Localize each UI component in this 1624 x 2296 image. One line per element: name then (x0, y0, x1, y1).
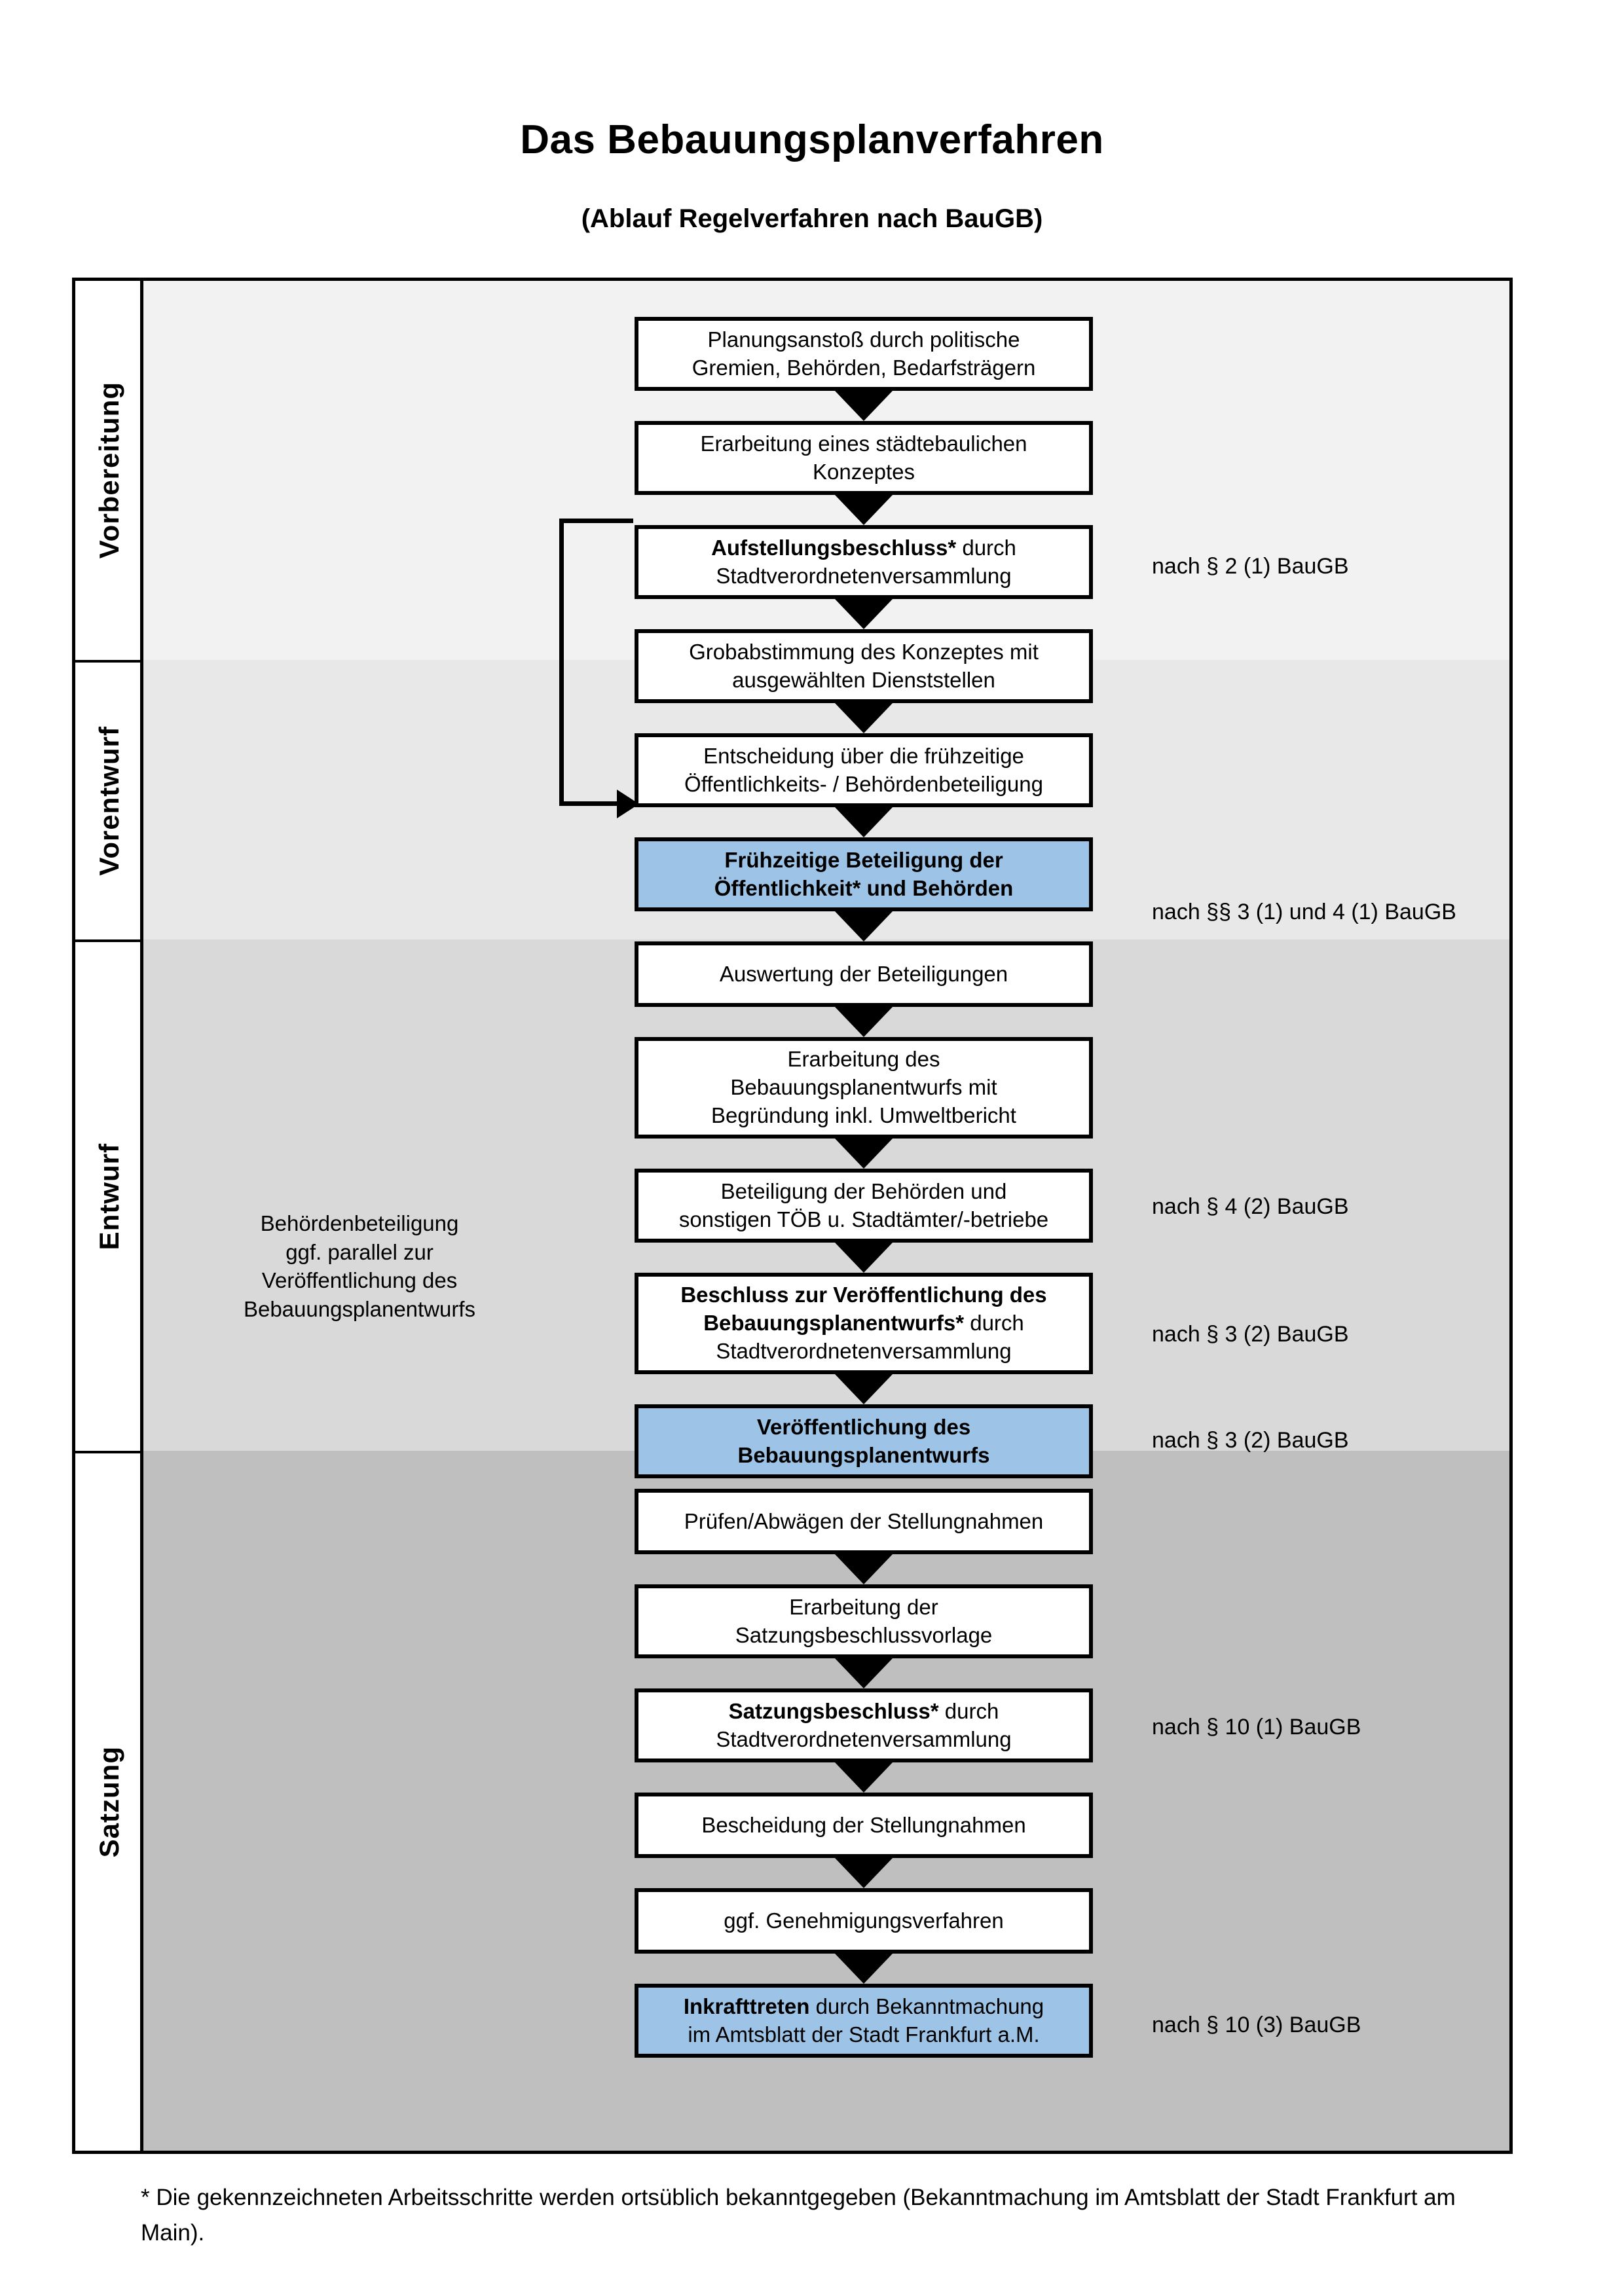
flow-arrow-15 (835, 1954, 893, 1984)
step-line: durch (964, 1311, 1024, 1336)
step-line: im Amtsblatt der Stadt Frankfurt a.M. (688, 2022, 1040, 2047)
phase-label-satzung: Satzung (94, 1746, 124, 1858)
phase-cell-satzung: Satzung (75, 1451, 143, 2151)
step-line-bold: Veröffentlichung des (756, 1414, 971, 1439)
flow-arrow-6 (835, 911, 893, 941)
step-line: durch (956, 535, 1016, 560)
step-line: Beteiligung der Behörden und (720, 1178, 1007, 1203)
legal-ref-2: nach §§ 3 (1) und 4 (1) BauGB (1152, 900, 1456, 924)
step-box-15[interactable]: Bescheidung der Stellungnahmen (635, 1793, 1093, 1858)
step-line: Entscheidung über die frühzeitige (703, 743, 1024, 768)
step-line: durch Bekanntmachung (809, 1994, 1044, 2018)
step-line-bold: Aufstellungsbeschluss* (711, 535, 957, 560)
step-line: Erarbeitung der (789, 1594, 938, 1619)
flow-arrow-14 (835, 1858, 893, 1888)
step-line: Prüfen/Abwägen der Stellungnahmen (684, 1508, 1044, 1533)
step-line: Öffentlichkeits- / Behördenbeteiligung (684, 771, 1043, 796)
sidenote-line: Bebauungsplanentwurfs (243, 1296, 476, 1321)
step-line: durch (938, 1698, 999, 1723)
parallel-process-note: Behördenbeteiligung ggf. parallel zur Ve… (209, 1209, 510, 1323)
step-box-7[interactable]: Auswertung der Beteiligungen (635, 941, 1093, 1007)
step-line: Erarbeitung eines städtebaulichen (700, 431, 1027, 456)
step-line: Gremien, Behörden, Bedarfsträgern (692, 355, 1036, 380)
sidenote-line: Veröffentlichung des (261, 1268, 458, 1293)
step-line: Stadtverordnetenversammlung (716, 1726, 1012, 1751)
flow-arrow-8 (835, 1139, 893, 1169)
phase-cell-entwurf: Entwurf (75, 939, 143, 1451)
step-line: Erarbeitung des (787, 1047, 940, 1072)
sidenote-line: ggf. parallel zur (286, 1239, 434, 1264)
step-box-12[interactable]: Prüfen/Abwägen der Stellungnahmen (635, 1489, 1093, 1554)
step-line: Grobabstimmung des Konzeptes mit (689, 639, 1039, 664)
legal-ref-3: nach § 4 (2) BauGB (1152, 1194, 1349, 1219)
step-line: ausgewählten Dienststellen (732, 667, 995, 692)
phase-label-column: Vorbereitung Vorentwurf Entwurf Satzung (75, 281, 143, 2151)
legal-ref-4: nach § 3 (2) BauGB (1152, 1322, 1349, 1347)
phase-label-vorbereitung: Vorbereitung (94, 382, 124, 559)
flow-arrow-5 (835, 807, 893, 837)
flow-arrow-10 (835, 1374, 893, 1404)
phase-label-entwurf: Entwurf (94, 1142, 124, 1250)
step-line: ggf. Genehmigungsverfahren (724, 1908, 1004, 1933)
flow-arrow-4 (835, 703, 893, 733)
step-line-bold: Frühzeitige Beteiligung der (724, 847, 1003, 872)
step-line: Stadtverordnetenversammlung (716, 563, 1012, 588)
step-box-4[interactable]: Grobabstimmung des Konzeptes mit ausgewäh… (635, 629, 1093, 703)
flow-arrow-13 (835, 1762, 893, 1793)
legal-ref-1: nach § 2 (1) BauGB (1152, 554, 1349, 579)
step-line: Bescheidung der Stellungnahmen (701, 1812, 1026, 1837)
phase-cell-vorentwurf: Vorentwurf (75, 660, 143, 939)
legal-ref-6: nach § 10 (1) BauGB (1152, 1715, 1361, 1740)
step-line: sonstigen TÖB u. Stadtämter/-betriebe (678, 1207, 1049, 1231)
step-line-bold: Öffentlichkeit* und Behörden (714, 875, 1014, 900)
step-line-bold: Bebauungsplanentwurfs (737, 1442, 990, 1467)
step-line: Auswertung der Beteiligungen (719, 961, 1008, 986)
footnote-text: * Die gekennzeichneten Arbeitsschritte w… (141, 2185, 1456, 2246)
step-line-bold: Inkrafttreten (683, 1994, 810, 2018)
page-subtitle: (Ablauf Regelverfahren nach BauGB) (581, 204, 1043, 233)
page-title: Das Bebauungsplanverfahren (520, 117, 1104, 162)
flowchart-frame: Vorbereitung Vorentwurf Entwurf Satzung … (72, 278, 1513, 2154)
sidenote-line: Behördenbeteiligung (260, 1211, 459, 1235)
step-line-bold: Beschluss zur Veröffentlichung des (680, 1283, 1047, 1307)
step-line: Bebauungsplanentwurfs mit (730, 1075, 997, 1100)
flow-arrow-3 (835, 599, 893, 629)
step-line-bold: Bebauungsplanentwurfs* (703, 1311, 965, 1336)
flow-arrow-11 (835, 1554, 893, 1584)
step-box-16[interactable]: ggf. Genehmigungsverfahren (635, 1888, 1093, 1954)
legal-ref-7: nach § 10 (3) BauGB (1152, 2013, 1361, 2037)
flow-arrow-1 (835, 391, 893, 421)
step-line: Konzeptes (813, 459, 915, 484)
flow-arrow-7 (835, 1007, 893, 1037)
step-line: Begründung inkl. Umweltbericht (711, 1102, 1016, 1127)
flow-arrow-2 (835, 495, 893, 525)
step-box-9[interactable]: Beteiligung der Behörden und sonstigen TÖ… (635, 1169, 1093, 1243)
step-line-bold: Satzungsbeschluss* (728, 1698, 939, 1723)
phase-cell-vorbereitung: Vorbereitung (75, 281, 143, 660)
step-box-17[interactable]: Inkrafttreten durch Bekanntmachung im Amt… (635, 1984, 1093, 2058)
step-line: Satzungsbeschlussvorlage (735, 1622, 993, 1647)
flow-arrow-12 (835, 1658, 893, 1688)
legal-ref-5: nach § 3 (2) BauGB (1152, 1428, 1349, 1453)
flow-arrow-9 (835, 1243, 893, 1273)
phase-label-vorentwurf: Vorentwurf (94, 726, 124, 876)
step-line: Stadtverordnetenversammlung (716, 1338, 1012, 1363)
step-line: Planungsanstoß durch politische (707, 327, 1020, 352)
